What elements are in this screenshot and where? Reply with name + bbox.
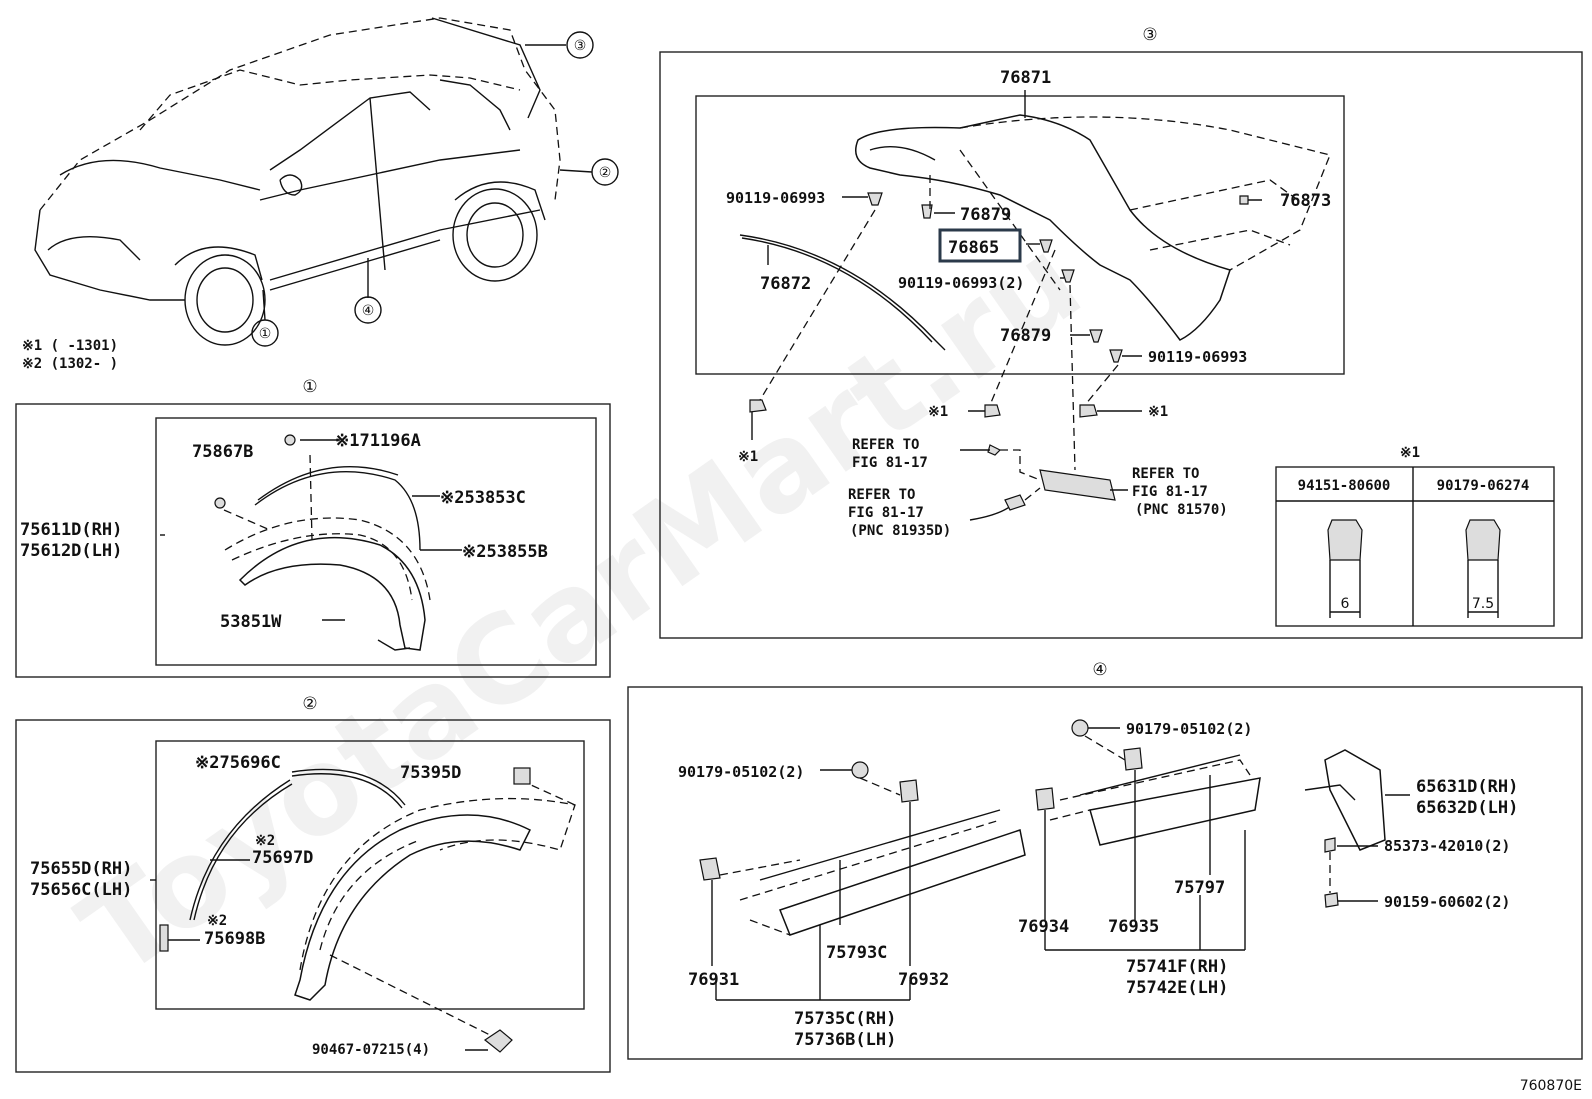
note-1: ※1 ( -1301) [22, 338, 118, 354]
s2-group-rh: 75655D(RH) [30, 859, 132, 879]
section-3-drawing [739, 90, 1331, 521]
s4-part-75735C: 75735C(RH) [794, 1009, 896, 1029]
s3-ref2-line3: (PNC 81935D) [850, 523, 951, 539]
s4-part-75741F: 75741F(RH) [1126, 957, 1228, 977]
s4-part-76935: 76935 [1108, 917, 1159, 937]
s4-part-65631D: 65631D(RH) [1416, 777, 1518, 797]
s1-group-rh: 75611D(RH) [20, 520, 122, 540]
section-3-inner-frame [695, 95, 1345, 375]
callout-1: ① [259, 326, 272, 342]
s2-part-90467: 90467-07215(4) [312, 1042, 430, 1058]
s3-part-76872: 76872 [760, 274, 811, 294]
s2-part-75698B-note: ※2 [207, 913, 227, 929]
table-col1: 94151-80600 [1298, 478, 1391, 494]
section-1-frame [15, 403, 611, 678]
s3-ref1-line1: REFER TO [852, 437, 919, 453]
section-1-drawing [160, 434, 462, 651]
callout-2: ② [599, 165, 612, 181]
section-4-heading: ④ [1092, 660, 1107, 680]
table-title: ※1 [1400, 445, 1420, 461]
s3-ref3-line2: FIG 81-17 [1132, 484, 1208, 500]
vehicle-overview: ③ ② ④ ① [34, 17, 619, 347]
s4-part-65632D: 65632D(LH) [1416, 798, 1518, 818]
s4-part-76931: 76931 [688, 970, 739, 990]
section-4-frame [627, 686, 1583, 1060]
highlight-76865 [938, 228, 1022, 263]
section-2-frame [15, 719, 611, 1073]
s3-ref2-line1: REFER TO [848, 487, 915, 503]
diagram-id: 760870E [1520, 1078, 1582, 1094]
s1-part-75867B: 75867B [192, 442, 253, 462]
s4-part-76932: 76932 [898, 970, 949, 990]
s4-part-90179-a: 90179-05102(2) [678, 763, 804, 781]
s2-part-75697D-note: ※2 [255, 833, 275, 849]
s3-note-1b: ※1 [928, 404, 948, 420]
s4-part-75793C: 75793C [826, 943, 887, 963]
s2-part-75698B: 75698B [204, 929, 265, 949]
table-col2: 90179-06274 [1437, 478, 1530, 494]
s3-ref2-line2: FIG 81-17 [848, 505, 924, 521]
s3-part-76879-a: 76879 [960, 205, 1011, 225]
s3-note-1c: ※1 [1148, 404, 1168, 420]
note-1-fastener-table: ※1 94151-80600 90179-06274 6 7.5 [1275, 445, 1555, 627]
s1-part-53851W: 53851W [220, 612, 282, 632]
callout-4: ④ [362, 303, 375, 319]
s4-part-90179-b: 90179-05102(2) [1126, 720, 1252, 738]
s3-part-90119-c: 90119-06993 [1148, 348, 1247, 366]
s4-part-75736B: 75736B(LH) [794, 1030, 896, 1050]
s1-part-53853C: ※253853C [440, 488, 526, 508]
s3-note-1a: ※1 [738, 449, 758, 465]
s4-part-75797: 75797 [1174, 878, 1225, 898]
section-2-drawing [150, 767, 576, 1053]
s2-part-75696C: ※275696C [195, 753, 281, 773]
s3-ref3-line3: (PNC 81570) [1135, 502, 1228, 518]
section-1-heading: ① [302, 377, 317, 397]
s3-ref3-line1: REFER TO [1132, 466, 1199, 482]
dim-1: 6 [1341, 596, 1350, 612]
s1-group-lh: 75612D(LH) [20, 541, 122, 561]
s1-part-53855B: ※253855B [462, 542, 548, 562]
s3-part-76879-b: 76879 [1000, 326, 1051, 346]
dim-2: 7.5 [1472, 596, 1494, 612]
section-4-drawing [699, 719, 1410, 1001]
s2-group-lh: 75656C(LH) [30, 880, 132, 900]
s1-part-71196A: ※171196A [335, 431, 421, 451]
s4-part-90159: 90159-60602(2) [1384, 893, 1510, 911]
s3-part-76865[interactable]: 76865 [948, 238, 999, 258]
s4-part-76934: 76934 [1018, 917, 1069, 937]
s4-part-75742E: 75742E(LH) [1126, 978, 1228, 998]
s3-part-76873: 76873 [1280, 191, 1331, 211]
s2-part-75395D: 75395D [400, 763, 461, 783]
section-3-heading: ③ [1142, 25, 1157, 45]
note-2: ※2 (1302- ) [22, 356, 118, 372]
s3-part-90119-a: 90119-06993 [726, 189, 825, 207]
s3-part-76871: 76871 [1000, 68, 1051, 88]
s3-part-90119-b: 90119-06993(2) [898, 274, 1024, 292]
s3-ref1-line2: FIG 81-17 [852, 455, 928, 471]
s2-part-75697D: 75697D [252, 848, 313, 868]
section-1-inner-frame [155, 417, 597, 666]
callout-3: ③ [574, 38, 587, 54]
section-2-inner-frame [155, 740, 585, 1010]
section-2-heading: ② [302, 694, 317, 714]
section-3-frame [659, 51, 1583, 639]
s4-part-85373: 85373-42010(2) [1384, 837, 1510, 855]
